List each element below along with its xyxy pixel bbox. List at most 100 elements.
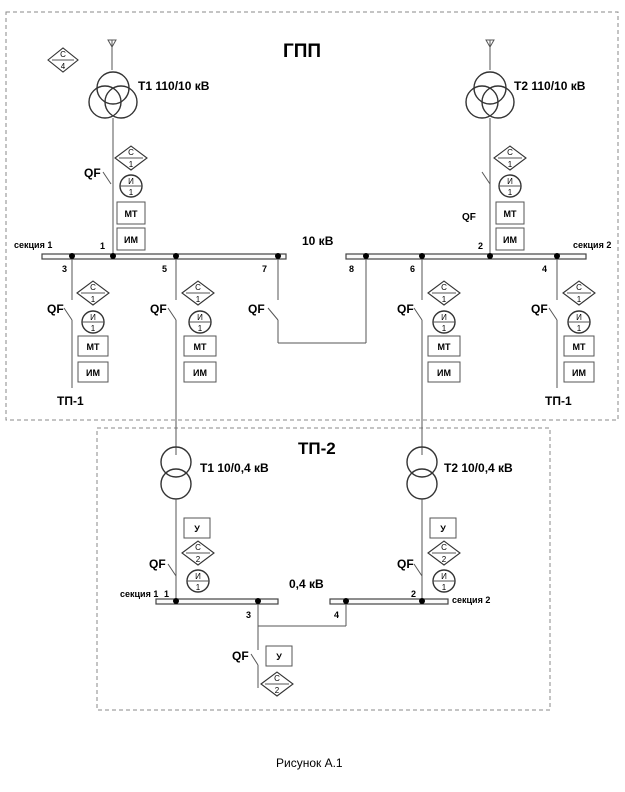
svg-text:1: 1 <box>442 583 447 592</box>
svg-text:1: 1 <box>129 160 134 169</box>
svg-text:2: 2 <box>275 686 280 695</box>
svg-text:QF: QF <box>397 557 414 571</box>
gpp-t2-incomer: С 1 И 1 QF МТ ИМ <box>462 145 527 255</box>
svg-text:QF: QF <box>149 557 166 571</box>
svg-text:QF: QF <box>531 302 548 316</box>
svg-text:1: 1 <box>508 160 513 169</box>
svg-text:С: С <box>441 543 447 552</box>
svg-text:1: 1 <box>442 295 447 304</box>
svg-text:2: 2 <box>442 555 447 564</box>
svg-text:1: 1 <box>577 295 582 304</box>
gpp-node-1: 1 <box>100 241 105 251</box>
svg-text:2: 2 <box>196 555 201 564</box>
tp2-bus-tie-3-4: QF У С 2 <box>232 604 347 697</box>
svg-text:QF: QF <box>150 302 167 316</box>
tp1-left-label: ТП-1 <box>57 394 84 408</box>
gpp-bus-section-1 <box>41 253 287 260</box>
svg-text:И: И <box>90 313 96 322</box>
feeder-6: С 1 QF И 1 МТ ИМ <box>397 259 461 455</box>
svg-text:И: И <box>195 572 201 581</box>
svg-text:1: 1 <box>91 295 96 304</box>
gpp-t1-label: Т1 110/10 кВ <box>138 79 210 93</box>
svg-text:С: С <box>195 283 201 292</box>
gpp-title: ГПП <box>283 41 321 62</box>
tp2-node-3: 3 <box>246 610 251 620</box>
gpp-node-5: 5 <box>162 264 167 274</box>
svg-text:У: У <box>276 652 282 662</box>
tp2-t2-label: Т2 10/0,4 кВ <box>444 461 513 475</box>
gpp-t2-label: Т2 110/10 кВ <box>514 79 586 93</box>
svg-text:ИМ: ИМ <box>572 368 586 378</box>
gpp-node-6: 6 <box>410 264 415 274</box>
svg-text:ИМ: ИМ <box>503 235 517 245</box>
svg-text:У: У <box>194 524 200 534</box>
svg-text:И: И <box>128 177 134 186</box>
svg-text:И: И <box>507 177 513 186</box>
tp2-node-2: 2 <box>411 589 416 599</box>
tp2-t1-label: Т1 10/0,4 кВ <box>200 461 269 475</box>
svg-text:QF: QF <box>462 212 476 223</box>
svg-text:С: С <box>274 674 280 683</box>
svg-text:И: И <box>441 313 447 322</box>
svg-text:1: 1 <box>91 324 96 333</box>
feeder-3: С 1 QF И 1 МТ ИМ <box>47 259 110 388</box>
svg-text:1: 1 <box>577 324 582 333</box>
tp2-node-4: 4 <box>334 610 339 620</box>
svg-text:С: С <box>507 148 513 157</box>
gpp-bus-voltage: 10 кВ <box>302 234 334 248</box>
svg-text:QF: QF <box>232 649 249 663</box>
svg-text:ИМ: ИМ <box>124 235 138 245</box>
svg-text:МТ: МТ <box>573 342 586 352</box>
gpp-section-2-label: секция 2 <box>573 240 611 250</box>
svg-text:С: С <box>60 50 66 59</box>
tp2-t1-transformer <box>160 446 192 598</box>
svg-text:МТ: МТ <box>504 209 517 219</box>
c4-diamond: С 4 <box>47 47 79 73</box>
tp2-boundary <box>96 427 551 711</box>
tp2-t2-transformer <box>406 446 438 598</box>
svg-text:И: И <box>197 313 203 322</box>
gpp-node-7: 7 <box>262 264 267 274</box>
svg-text:С: С <box>128 148 134 157</box>
feeder-5: С 1 QF И 1 МТ ИМ <box>150 259 217 455</box>
svg-text:ИМ: ИМ <box>437 368 451 378</box>
gpp-t1-incomer: С 1 QF И 1 МТ ИМ <box>84 145 148 255</box>
svg-text:И: И <box>576 313 582 322</box>
svg-text:4: 4 <box>61 62 66 71</box>
svg-text:У: У <box>440 524 446 534</box>
gpp-node-3: 3 <box>62 264 67 274</box>
tp2-bus-section-1 <box>155 598 279 605</box>
svg-text:1: 1 <box>196 295 201 304</box>
tp2-t1-incomer: У С 2 QF И 1 <box>149 517 215 593</box>
tp2-section-1-label: секция 1 <box>120 589 158 599</box>
svg-text:С: С <box>195 543 201 552</box>
svg-text:QF: QF <box>397 302 414 316</box>
tp1-right-label: ТП-1 <box>545 394 572 408</box>
gpp-bus-section-2 <box>345 253 587 260</box>
svg-text:1: 1 <box>508 188 513 197</box>
tp2-node-1: 1 <box>164 589 169 599</box>
svg-text:1: 1 <box>129 188 134 197</box>
svg-text:МТ: МТ <box>125 209 138 219</box>
svg-text:1: 1 <box>196 583 201 592</box>
gpp-t2-transformer <box>465 39 515 165</box>
gpp-section-1-label: секция 1 <box>14 240 52 250</box>
tp2-bus-section-2 <box>329 598 449 605</box>
gpp-node-4: 4 <box>542 264 547 274</box>
svg-text:С: С <box>90 283 96 292</box>
tp2-title: ТП-2 <box>298 439 336 458</box>
tp2-section-2-label: секция 2 <box>452 595 490 605</box>
svg-text:МТ: МТ <box>438 342 451 352</box>
svg-text:МТ: МТ <box>87 342 100 352</box>
bus-tie-7-8: QF <box>248 259 367 344</box>
tp2-t2-incomer: У С 2 QF И 1 <box>397 517 461 593</box>
svg-text:И: И <box>441 572 447 581</box>
gpp-t1-transformer <box>88 39 138 165</box>
svg-text:QF: QF <box>47 302 64 316</box>
svg-text:МТ: МТ <box>194 342 207 352</box>
gpp-boundary <box>5 11 619 421</box>
feeder-4: С 1 QF И 1 МТ ИМ <box>531 259 596 388</box>
svg-text:QF: QF <box>84 166 101 180</box>
figure-caption: Рисунок А.1 <box>276 756 343 770</box>
